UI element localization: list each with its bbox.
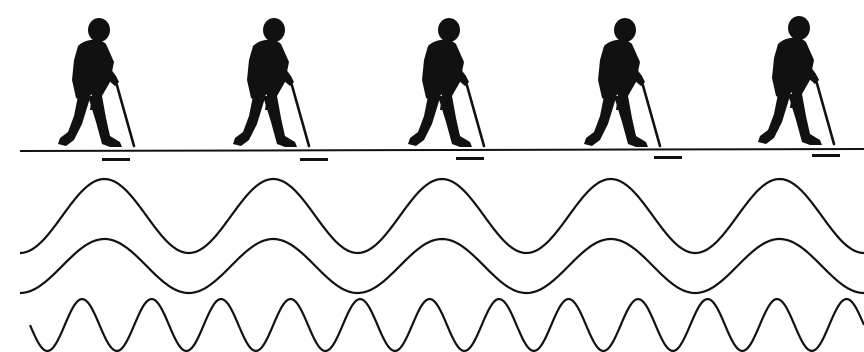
- gait-wave-2: [20, 239, 864, 293]
- walker-row: [58, 16, 834, 147]
- elderly-walker-with-cane-icon: [584, 18, 660, 147]
- step-marker: [102, 158, 130, 161]
- elderly-walker-with-cane-icon: [233, 18, 309, 147]
- step-marker: [300, 158, 328, 161]
- elderly-walker-with-cane-icon: [408, 18, 484, 147]
- gait-wave-3-high-frequency: [30, 299, 864, 351]
- elderly-walker-with-cane-icon: [758, 16, 834, 145]
- step-marker: [456, 157, 484, 160]
- step-marker: [812, 154, 840, 157]
- step-marker: [654, 156, 682, 159]
- step-marker-row: [102, 154, 840, 161]
- gait-wave-1: [20, 179, 864, 253]
- elderly-walker-with-cane-icon: [58, 18, 134, 147]
- ground-line: [20, 149, 864, 151]
